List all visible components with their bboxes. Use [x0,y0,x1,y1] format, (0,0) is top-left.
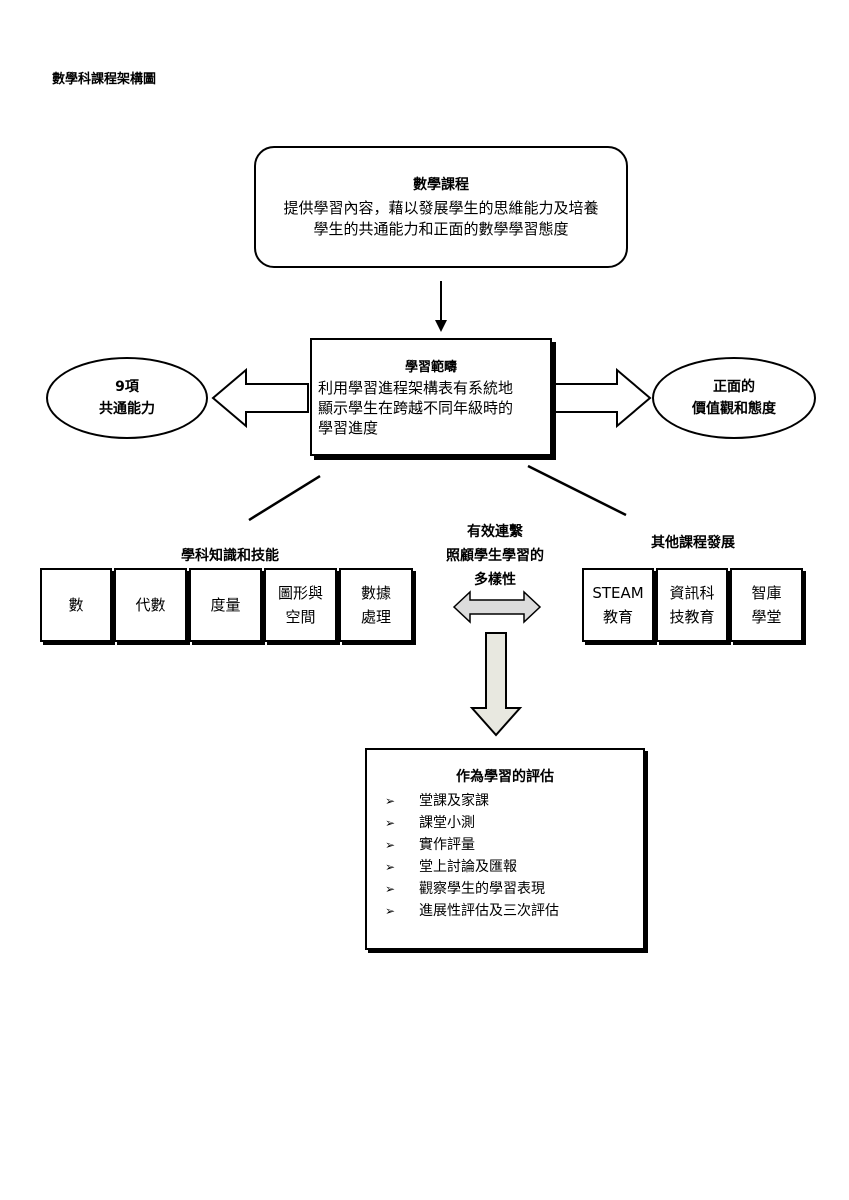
left-hollow-arrow-icon [211,367,309,429]
link-diversity-label: 有效連繫 照顧學生學習的 多樣性 [430,520,560,592]
strand-cell-text: 數據 [360,584,391,602]
right-diagonal-line [527,464,627,517]
math-curriculum-box: 數學課程 提供學習內容，藉以發展學生的思維能力及培養 學生的共通能力和正面的數學… [254,146,628,268]
other-development-title: 其他課程發展 [651,535,735,551]
other-cell-think-tank: 智庫 學堂 [730,568,803,642]
strand-cell-number: 數 [40,568,112,642]
other-cell-text: 技教育 [669,608,715,626]
other-cell-text: 智庫 [751,584,782,602]
math-curriculum-title: 數學課程 [413,177,469,193]
assessment-item-text: 實作評量 [419,837,475,853]
values-attitudes-line: 價值觀和態度 [692,401,776,417]
strand-cell-shape-space: 圖形與 空間 [264,568,337,642]
other-cell-text: 教育 [602,608,633,626]
strand-cell-text: 空間 [285,608,316,626]
strand-cell-data-handling: 數據 處理 [339,568,413,642]
assessment-title: 作為學習的評估 [456,769,554,785]
strand-cell-measures: 度量 [189,568,262,642]
strand-cell-text: 度量 [210,596,241,614]
bullet-arrow-icon: ➢ [385,838,396,852]
learning-domain-title: 學習範疇 [404,360,457,375]
link-diversity-line: 照顧學生學習的 [446,548,544,564]
assessment-item-text: 觀察學生的學習表現 [419,881,545,897]
other-cell-text: 學堂 [751,608,782,626]
math-curriculum-line: 學生的共通能力和正面的數學學習態度 [313,220,569,238]
bullet-arrow-icon: ➢ [385,904,396,918]
right-hollow-arrow-icon [554,367,652,429]
learning-domain-line: 顯示學生在跨越不同年級時的 [318,399,514,417]
generic-skills-line: 共通能力 [99,401,155,417]
strand-cell-text: 圖形與 [277,584,323,602]
bullet-arrow-icon: ➢ [385,882,396,896]
learning-domain-line: 利用學習進程架構表有系統地 [318,379,514,397]
other-cell-it: 資訊科 技教育 [656,568,728,642]
strand-cell-text: 數 [68,596,84,614]
strand-cell-text: 代數 [135,596,166,614]
other-cell-text: 資訊科 [669,584,715,602]
generic-skills-line: 9項 [115,379,139,395]
other-cell-steam: STEAM 教育 [582,568,654,642]
assessment-item: ➢ 實作評量 [367,834,643,856]
link-diversity-line: 多樣性 [474,572,516,588]
knowledge-skills-title: 學科知識和技能 [181,548,279,564]
bullet-arrow-icon: ➢ [385,816,396,830]
strand-cell-text: 處理 [360,608,391,626]
assessment-item-text: 堂課及家課 [419,793,489,809]
left-diagonal-line [248,474,321,522]
generic-skills-oval: 9項 共通能力 [46,357,208,439]
assessment-item: ➢ 課堂小測 [367,812,643,834]
other-cell-text: STEAM [592,584,644,602]
assessment-item: ➢ 觀察學生的學習表現 [367,878,643,900]
assessment-box: 作為學習的評估 ➢ 堂課及家課 ➢ 課堂小測 ➢ 實作評量 ➢ 堂上討論及匯報 ➢ 觀察學… [365,748,645,950]
assessment-item-text: 堂上討論及匯報 [419,859,517,875]
math-curriculum-line: 提供學習內容，藉以發展學生的思維能力及培養 [283,199,599,217]
assessment-item: ➢ 堂上討論及匯報 [367,856,643,878]
bullet-arrow-icon: ➢ [385,794,396,808]
bullet-arrow-icon: ➢ [385,860,396,874]
learning-domain-line: 學習進度 [318,419,379,437]
values-attitudes-oval: 正面的 價值觀和態度 [652,357,816,439]
assessment-item-text: 課堂小測 [419,815,475,831]
values-attitudes-line: 正面的 [713,379,755,395]
assessment-item-text: 進展性評估及三次評估 [419,903,559,919]
down-arrowhead-icon [435,320,447,332]
assessment-item: ➢ 堂課及家課 [367,790,643,812]
big-down-arrow-icon [469,632,523,737]
link-diversity-line: 有效連繫 [467,524,523,540]
assessment-item: ➢ 進展性評估及三次評估 [367,900,643,922]
learning-domain-box: 學習範疇 利用學習進程架構表有系統地 顯示學生在跨越不同年級時的 學習進度 [310,338,552,456]
page-title: 數學科課程架構圖 [52,72,157,87]
strand-cell-algebra: 代數 [114,568,187,642]
double-arrow-icon [452,590,542,624]
